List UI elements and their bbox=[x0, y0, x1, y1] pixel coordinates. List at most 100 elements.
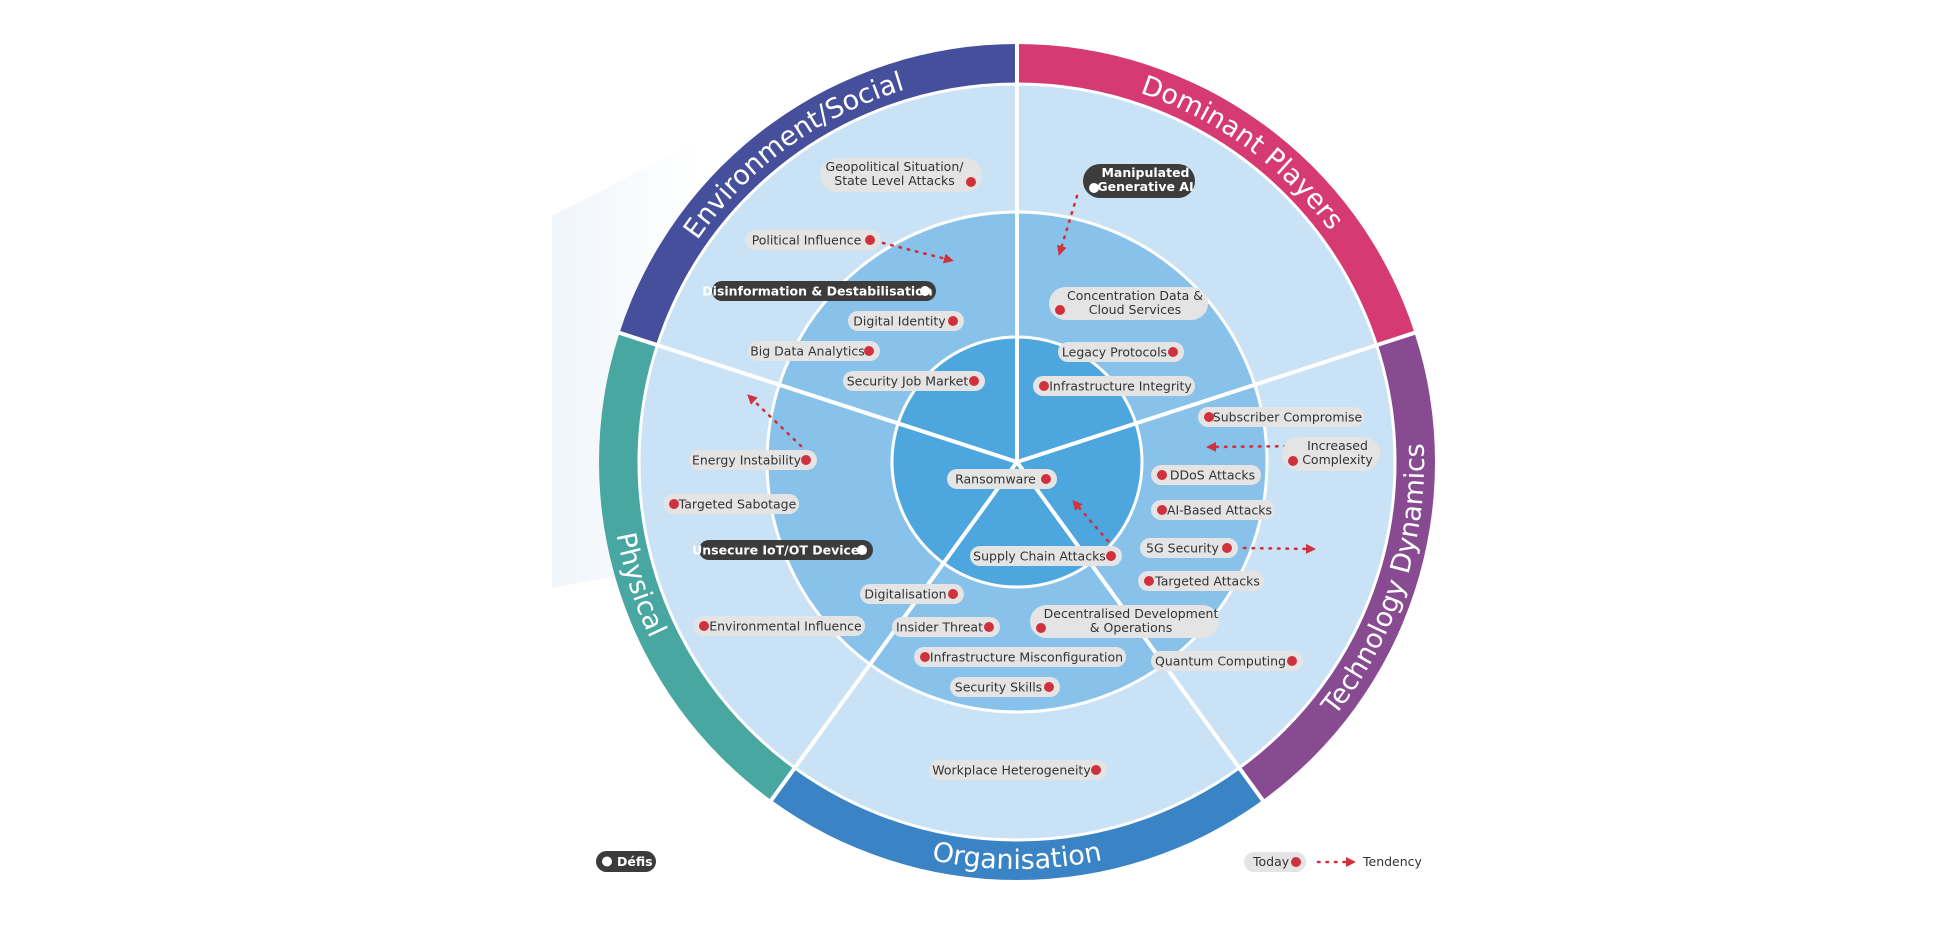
item-pill bbox=[929, 760, 1107, 780]
item-label: Complexity bbox=[1302, 452, 1373, 467]
item-pill bbox=[843, 371, 985, 391]
item-pill bbox=[1151, 465, 1261, 485]
item-ai-based[interactable]: AI-Based Attacks bbox=[1151, 500, 1275, 520]
item-legacy-protocols[interactable]: Legacy Protocols bbox=[1058, 342, 1184, 362]
today-dot bbox=[1287, 656, 1297, 666]
today-dot bbox=[865, 235, 875, 245]
item-label: Concentration Data & bbox=[1067, 288, 1203, 303]
item-ransomware[interactable]: Ransomware bbox=[947, 469, 1057, 489]
today-dot bbox=[1157, 470, 1167, 480]
item-targeted-sabotage[interactable]: Targeted Sabotage bbox=[663, 494, 799, 514]
item-pill bbox=[914, 647, 1126, 667]
item-label: Targeted Sabotage bbox=[678, 497, 797, 512]
item-pill bbox=[1282, 437, 1380, 471]
legend-tendency-label: Tendency bbox=[1362, 854, 1423, 869]
today-dot bbox=[1044, 682, 1054, 692]
item-supply-chain[interactable]: Supply Chain Attacks bbox=[970, 546, 1122, 566]
item-pill bbox=[745, 230, 881, 250]
today-dot bbox=[1091, 765, 1101, 775]
legend-today-dot bbox=[1291, 857, 1301, 867]
item-security-skills[interactable]: Security Skills bbox=[950, 677, 1060, 697]
item-pill bbox=[663, 494, 799, 514]
today-dot bbox=[948, 316, 958, 326]
item-label: Digital Identity bbox=[853, 314, 946, 329]
item-pill bbox=[1083, 164, 1195, 198]
today-dot bbox=[1039, 381, 1049, 391]
item-label: Disinformation & Destabilisation bbox=[702, 284, 932, 299]
defi-dot bbox=[1089, 183, 1099, 193]
sector-divider-2 bbox=[1016, 330, 1418, 464]
item-digitalisation[interactable]: Digitalisation bbox=[860, 584, 964, 604]
legend-today-label: Today bbox=[1252, 854, 1290, 869]
item-label: Energy Instability bbox=[692, 453, 802, 468]
tendency-arrow-3 bbox=[1242, 543, 1316, 554]
item-disinformation[interactable]: Disinformation & Destabilisation bbox=[702, 281, 936, 301]
today-dot bbox=[984, 622, 994, 632]
item-unsecure-iot[interactable]: Unsecure IoT/OT Devices bbox=[692, 540, 873, 560]
legend-today-pill bbox=[1244, 852, 1306, 872]
item-geopolitical[interactable]: Geopolitical Situation/State Level Attac… bbox=[820, 158, 982, 192]
item-label: & Operations bbox=[1090, 620, 1172, 635]
item-pill bbox=[693, 616, 865, 636]
item-label: Insider Threat bbox=[896, 620, 983, 635]
item-label: Security Job Market bbox=[847, 374, 969, 389]
sector-divider-0 bbox=[616, 330, 1018, 464]
item-infra-misconfig[interactable]: Infrastructure Misconfiguration bbox=[914, 647, 1126, 667]
item-political-influence[interactable]: Political Influence bbox=[745, 230, 881, 250]
band-dominant-players bbox=[1017, 44, 1415, 346]
item-concentration-data[interactable]: Concentration Data &Cloud Services bbox=[1049, 287, 1208, 320]
item-targeted-attacks[interactable]: Targeted Attacks bbox=[1138, 571, 1264, 591]
today-dot bbox=[1041, 474, 1051, 484]
item-label: AI-Based Attacks bbox=[1167, 503, 1272, 518]
legend-today: Today bbox=[1244, 852, 1306, 872]
item-label: Big Data Analytics bbox=[750, 344, 865, 359]
item-5g-security[interactable]: 5G Security bbox=[1140, 538, 1238, 558]
item-label: 5G Security bbox=[1146, 541, 1220, 556]
item-insider-threat[interactable]: Insider Threat bbox=[892, 617, 1000, 637]
legend-defis-label: Défis bbox=[617, 854, 653, 869]
item-label: Environmental Influence bbox=[709, 619, 862, 634]
item-label: Increased bbox=[1307, 438, 1368, 453]
item-pill bbox=[748, 341, 880, 361]
today-dot bbox=[1288, 456, 1298, 466]
today-dot bbox=[699, 621, 709, 631]
item-pill bbox=[1151, 500, 1275, 520]
item-subscriber-compromise[interactable]: Subscriber Compromise bbox=[1198, 407, 1364, 427]
item-label: Geopolitical Situation/ bbox=[826, 159, 965, 174]
tendency-arrow-2 bbox=[1206, 441, 1305, 452]
legend-defis-pill bbox=[596, 851, 656, 872]
item-label: Infrastructure Misconfiguration bbox=[930, 650, 1123, 665]
item-pill bbox=[1058, 342, 1184, 362]
today-dot bbox=[1144, 576, 1154, 586]
item-pill bbox=[892, 617, 1000, 637]
item-pill bbox=[848, 311, 964, 331]
today-dot bbox=[969, 376, 979, 386]
item-label: Decentralised Development bbox=[1044, 606, 1219, 621]
item-infrastructure-integrity[interactable]: Infrastructure Integrity bbox=[1033, 376, 1195, 396]
item-pill bbox=[1140, 538, 1238, 558]
item-label: Workplace Heterogeneity bbox=[932, 763, 1091, 778]
item-pill bbox=[1049, 287, 1208, 320]
item-pill bbox=[1138, 571, 1264, 591]
today-dot bbox=[1036, 623, 1046, 633]
item-digital-identity[interactable]: Digital Identity bbox=[848, 311, 964, 331]
today-dot bbox=[1157, 505, 1167, 515]
legend-defis-dot bbox=[602, 856, 612, 867]
today-dot bbox=[1204, 412, 1214, 422]
item-environmental-influence[interactable]: Environmental Influence bbox=[693, 616, 865, 636]
item-label: State Level Attacks bbox=[834, 173, 954, 188]
item-big-data[interactable]: Big Data Analytics bbox=[748, 341, 880, 361]
item-workplace-heterogeneity[interactable]: Workplace Heterogeneity bbox=[929, 760, 1107, 780]
item-energy-instability[interactable]: Energy Instability bbox=[689, 450, 817, 470]
item-decentralised-dev[interactable]: Decentralised Development& Operations bbox=[1030, 605, 1219, 638]
item-security-job-market[interactable]: Security Job Market bbox=[843, 371, 985, 391]
item-label: Subscriber Compromise bbox=[1213, 410, 1363, 425]
today-dot bbox=[1168, 347, 1178, 357]
item-ddos[interactable]: DDoS Attacks bbox=[1151, 465, 1261, 485]
item-label: Manipulated bbox=[1101, 165, 1189, 180]
item-label: Political Influence bbox=[752, 233, 862, 248]
item-quantum[interactable]: Quantum Computing bbox=[1151, 651, 1303, 671]
